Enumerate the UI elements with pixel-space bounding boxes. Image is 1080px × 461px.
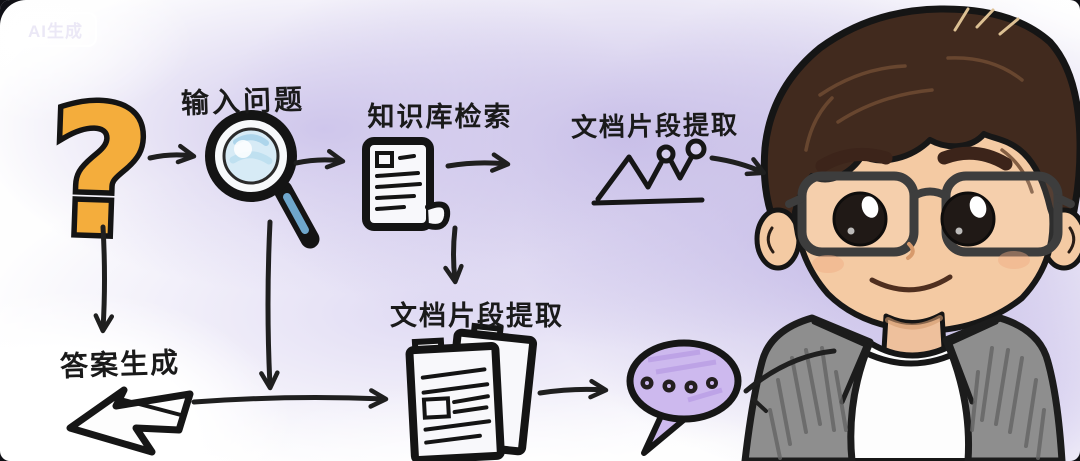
- arrow-search-to-kb: [293, 148, 346, 170]
- eyes: [832, 191, 996, 247]
- arrow-question-down-to-answer: [93, 224, 115, 334]
- label-input-question: 输入问题: [180, 83, 306, 120]
- hair-strands: [804, 56, 1034, 194]
- face: [792, 131, 1056, 334]
- arrow-search-down: [259, 219, 280, 391]
- smile: [869, 274, 953, 293]
- speech-connector-tick: [751, 397, 768, 413]
- arrow-kb-to-extract: [445, 152, 511, 173]
- line-chart-icon: [591, 138, 707, 206]
- ai-generated-watermark-badge: AI生成: [14, 12, 97, 47]
- doodle-arrow-icon: [66, 386, 194, 456]
- speech-bubble-icon: [626, 339, 742, 456]
- label-kb-search: 知识库检索: [367, 102, 513, 132]
- label-doc-extract-top: 文档片段提取: [570, 109, 740, 143]
- documents-stack-icon: [405, 322, 538, 461]
- arrow-answer-to-documents: [191, 388, 389, 409]
- jacket-left: [741, 314, 874, 461]
- magnifier-icon: [205, 110, 320, 249]
- arrow-extract-to-person: [709, 155, 767, 177]
- nose: [906, 242, 915, 260]
- watermark-text: AI生成: [28, 22, 83, 41]
- man-with-glasses-avatar: [741, 5, 1080, 461]
- jacket-texture: [768, 346, 1046, 460]
- jacket-right: [942, 314, 1066, 461]
- eyebrows: [815, 146, 1013, 173]
- label-answer-generation: 答案生成: [59, 346, 181, 383]
- blush-left: [812, 255, 844, 273]
- blush-right: [998, 251, 1030, 269]
- speech-connector-line: [743, 348, 837, 394]
- corner-artifact: [0, 0, 26, 26]
- question-mark-icon: ?: [46, 70, 155, 276]
- neck-shadow: [885, 315, 943, 330]
- arrow-documents-to-speech: [537, 378, 609, 400]
- arrow-kb-down-to-extract: [443, 225, 464, 285]
- stray-hairs: [953, 7, 1020, 36]
- lapel-creases: [811, 319, 999, 405]
- arrow-question-to-search: [147, 143, 197, 165]
- document-scroll-icon: [362, 137, 451, 231]
- label-doc-extract-bottom: 文档片段提取: [390, 301, 564, 331]
